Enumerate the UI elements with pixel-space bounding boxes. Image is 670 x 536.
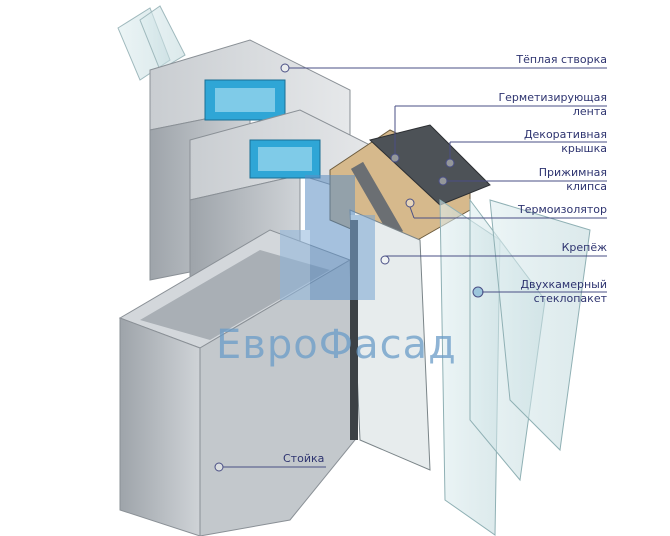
label-clip-line2: клипса xyxy=(566,180,607,193)
decorative-cap xyxy=(368,124,491,206)
watermark-text: ЕвроФасад xyxy=(216,322,457,368)
label-decorative-cap-line1: Декоративная xyxy=(523,128,607,141)
label-decorative-cap-line2: крышка xyxy=(561,142,607,155)
label-sealing-tape-line1: Герметизирующая xyxy=(498,91,607,104)
label-sealing-tape-line2: лента xyxy=(572,105,607,118)
label-glass-unit-line2: стеклопакет xyxy=(533,292,607,305)
fastener-screw xyxy=(350,161,404,239)
label-fastener: Крепёж xyxy=(561,241,607,254)
label-thermo-insulator: Термоизолятор xyxy=(518,203,607,216)
label-warm-sash: Тёплая створка xyxy=(516,53,607,66)
label-glass-unit-line1: Двухкамерный xyxy=(520,278,607,291)
label-clip-line1: Прижимная xyxy=(538,166,607,179)
label-mullion: Стойка xyxy=(283,452,325,465)
watermark-logo xyxy=(280,175,375,300)
leader-lines xyxy=(214,63,607,472)
